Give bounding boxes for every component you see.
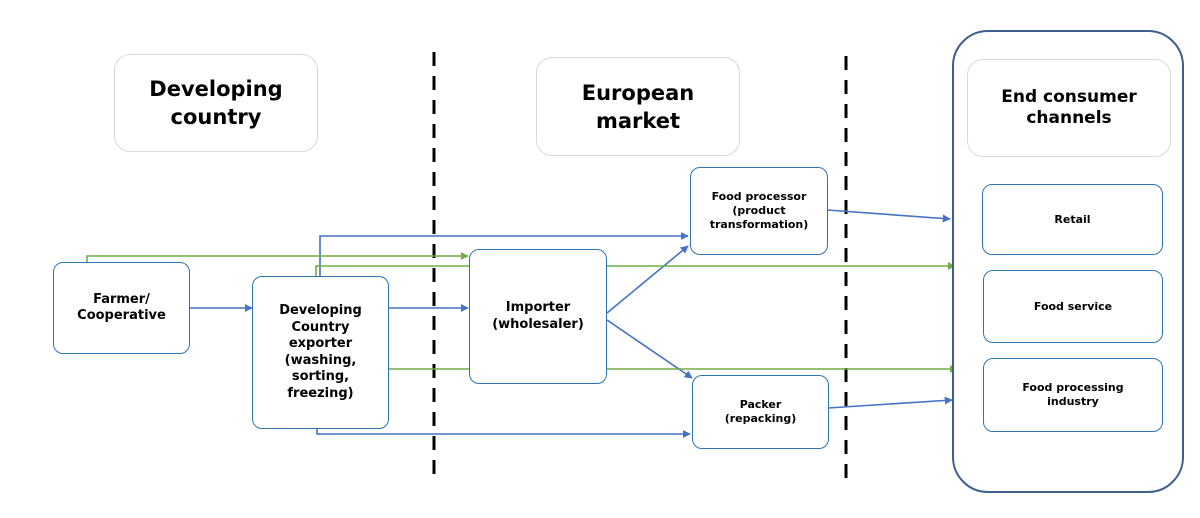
node-farmer-cooperative: Farmer/ Cooperative bbox=[53, 262, 190, 354]
arrow-packer-to-food-processing-industry bbox=[827, 396, 953, 409]
node-food-processing-industry: Food processing industry bbox=[983, 358, 1163, 432]
header-developing-country: Developing country bbox=[114, 54, 318, 152]
node-retail: Retail bbox=[982, 184, 1163, 255]
arrow-food-processor-to-retail bbox=[826, 209, 951, 223]
arrow-importer-to-food-processor bbox=[606, 245, 689, 314]
header-european-market: European market bbox=[536, 57, 740, 156]
arrow-exporter-to-food-service bbox=[315, 262, 956, 276]
node-importer: Importer (wholesaler) bbox=[469, 249, 607, 384]
arrow-exporter-to-food-processor bbox=[319, 232, 689, 276]
node-food-processor: Food processor (product transformation) bbox=[690, 167, 828, 255]
node-developing-country-exporter: Developing Country exporter (washing, so… bbox=[252, 276, 389, 429]
node-food-service: Food service bbox=[983, 270, 1163, 343]
arrow-exporter-to-packer bbox=[316, 428, 691, 438]
header-end-consumer-channels: End consumer channels bbox=[967, 59, 1171, 157]
node-packer: Packer (repacking) bbox=[692, 375, 829, 449]
